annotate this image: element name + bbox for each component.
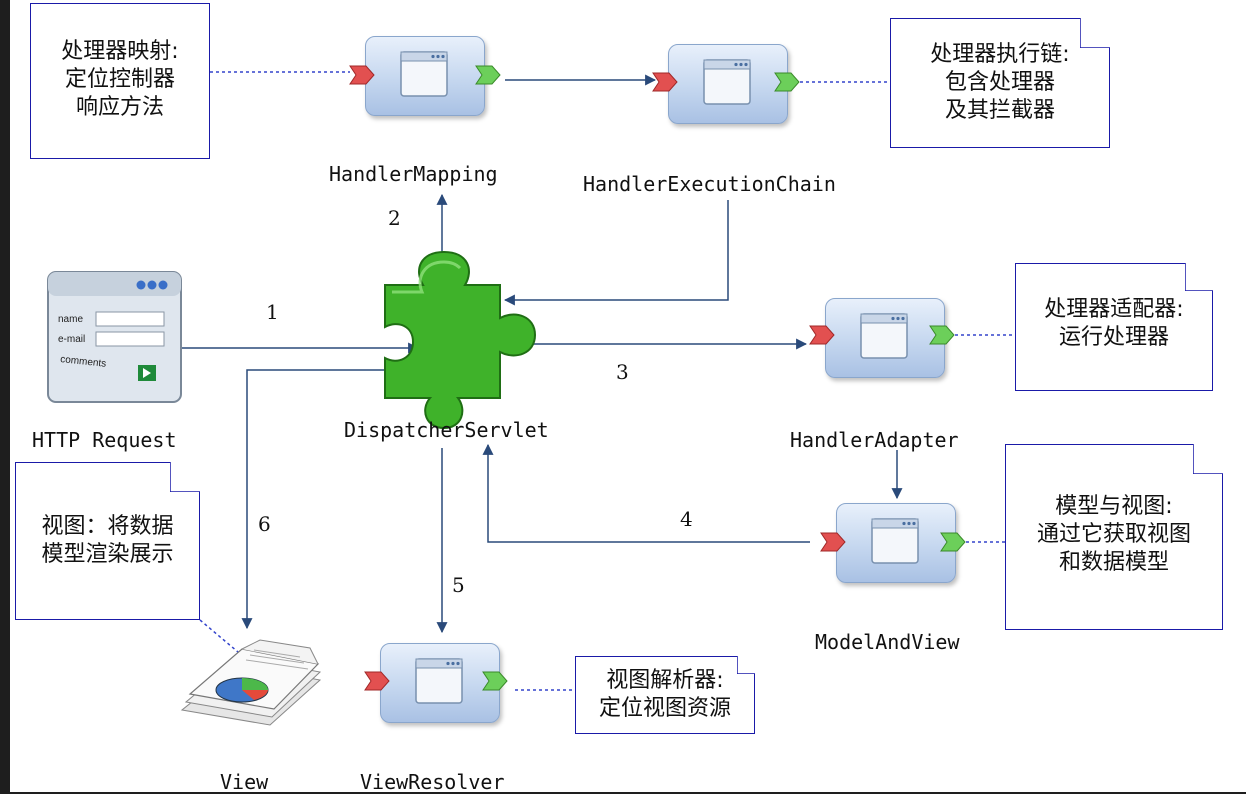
note-model-and-view: 模型与视图: 通过它获取视图 和数据模型 <box>1005 444 1223 630</box>
note-handler-mapping-text: 处理器映射: 定位控制器 响应方法 <box>61 39 179 120</box>
label-http-request: HTTP Request <box>32 428 177 452</box>
input-connector-icon <box>809 325 835 345</box>
window-icon <box>860 313 908 359</box>
note-handler-adapter: 处理器适配器: 运行处理器 <box>1015 263 1213 391</box>
link-view-note <box>199 619 239 653</box>
note-handler-execution-chain: 处理器执行链: 包含处理器 及其拦截器 <box>890 18 1110 148</box>
input-connector-icon <box>652 72 678 92</box>
component-icons-layer: name e-mail comments <box>47 51 966 726</box>
label-handler-adapter: HandlerAdapter <box>790 428 959 452</box>
connections-layer <box>182 71 1015 691</box>
arrow-chain-to-dispatcher <box>503 200 729 306</box>
note-handler-adapter-text: 处理器适配器: 运行处理器 <box>1044 297 1184 350</box>
input-connector-icon <box>349 65 375 85</box>
form-field-comments: comments <box>60 354 107 370</box>
output-connector-icon <box>774 72 800 92</box>
note-view: 视图：将数据 模型渲染展示 <box>15 462 200 620</box>
input-connector-icon <box>364 671 390 691</box>
input-connector-icon <box>820 532 846 552</box>
step-3: 3 <box>616 360 629 384</box>
arrow-step-4 <box>482 443 810 543</box>
form-field-email: e-mail <box>58 334 85 345</box>
window-icon <box>415 658 463 704</box>
output-connector-icon <box>482 671 508 691</box>
window-icon <box>871 518 919 564</box>
output-connector-icon <box>475 65 501 85</box>
note-model-and-view-text: 模型与视图: 通过它获取视图 和数据模型 <box>1036 494 1191 575</box>
label-dispatcher-servlet: DispatcherServlet <box>344 418 549 442</box>
diagram-canvas: 处理器映射: 定位控制器 响应方法 处理器执行链: 包含处理器 及其拦截器 处理… <box>10 0 1246 794</box>
label-handler-execution-chain: HandlerExecutionChain <box>583 172 836 196</box>
note-view-resolver-text: 视图解析器: 定位视图资源 <box>598 668 731 721</box>
window-icon <box>400 51 448 97</box>
window-icon <box>703 59 751 105</box>
note-view-text: 视图：将数据 模型渲染展示 <box>41 514 174 567</box>
label-model-and-view: ModelAndView <box>815 630 960 654</box>
step-1: 1 <box>266 300 279 324</box>
form-field-name: name <box>58 314 83 325</box>
note-view-resolver: 视图解析器: 定位视图资源 <box>575 656 755 734</box>
note-handler-execution-chain-text: 处理器执行链: 包含处理器 及其拦截器 <box>930 42 1070 123</box>
arrow-step-6 <box>241 369 385 630</box>
step-5: 5 <box>452 573 465 597</box>
note-handler-mapping: 处理器映射: 定位控制器 响应方法 <box>30 3 210 159</box>
puzzle-piece-icon <box>384 250 537 430</box>
report-icon <box>180 639 322 726</box>
output-connector-icon <box>940 532 966 552</box>
label-view: View <box>220 770 269 794</box>
form-icon <box>47 271 182 403</box>
step-6: 6 <box>258 512 271 536</box>
output-connector-icon <box>929 325 955 345</box>
step-4: 4 <box>680 507 693 531</box>
label-handler-mapping: HandlerMapping <box>329 162 498 186</box>
step-2: 2 <box>388 206 401 230</box>
label-view-resolver: ViewResolver <box>360 770 505 794</box>
